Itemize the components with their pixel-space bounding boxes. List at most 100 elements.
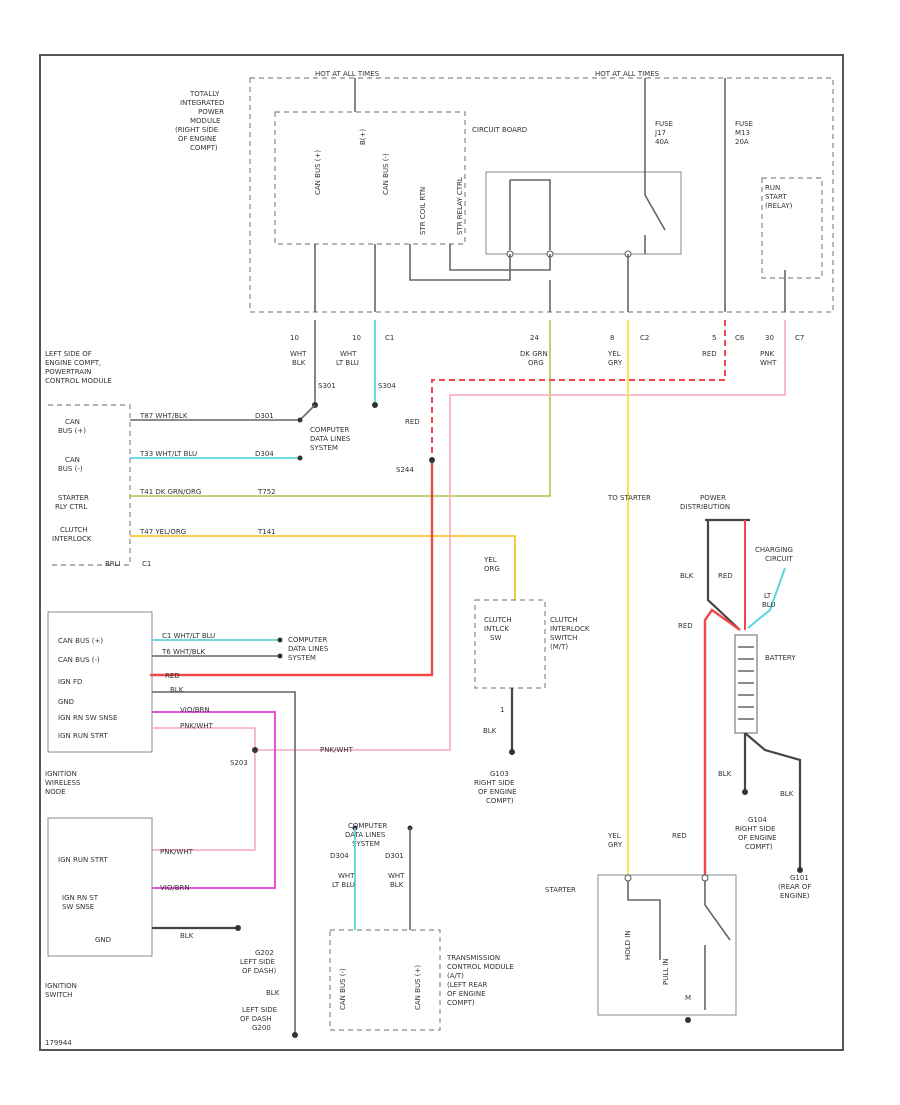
clutch-wire-circ: T141 [257, 528, 276, 536]
wire-label-red-top: RED [702, 350, 717, 358]
starter-internals [627, 881, 731, 1010]
splice-s203: S203 [230, 759, 248, 767]
cb-canb-minus: CAN BUS (-) [382, 153, 390, 195]
starter-m-label: M [685, 994, 691, 1002]
ign-gnd-wire [152, 691, 296, 1035]
battery-ground-wires [743, 732, 802, 870]
conn-10-a: 10 [290, 334, 299, 342]
tcm-canb-plus-label: CAN BUS (+) [414, 965, 422, 1010]
red-wire-dashed [431, 320, 726, 460]
ign-node-box [47, 611, 153, 753]
clutch-blk: BLK [483, 727, 497, 735]
pnk-wht-lower: PNK/WHT [320, 746, 354, 754]
to-starter-label: TO STARTER [607, 494, 651, 502]
ign-sw-code: VIO/BRN [180, 706, 210, 714]
cb-strt-relay: STR RELAY CTRL [456, 177, 464, 235]
starter-rly-ctrl-wire [130, 320, 551, 497]
starter-hold-in: HOLD IN [624, 930, 632, 960]
ign-switch-ground-node [235, 925, 241, 931]
blk-label-1: BLK [680, 572, 694, 580]
dash-ground-node [292, 1032, 298, 1038]
relay-contact [644, 135, 666, 254]
ign-canb-plus-arrow [277, 637, 283, 643]
splice-s244: S244 [396, 466, 414, 474]
ign-switch-box [47, 817, 153, 957]
red-label-lower: RED [672, 832, 687, 840]
blk-label-dash: BLK [266, 989, 280, 997]
red-battery-to-starter [703, 608, 741, 875]
pcm-canb-plus-circ: D301 [255, 412, 274, 420]
ign-canb-minus-arrow [277, 653, 283, 659]
pcm-canb-minus-code: T33 WHT/LT BLU [139, 450, 197, 458]
splice-s203-node [252, 747, 258, 753]
ign-canb-minus: CAN BUS (-) [58, 656, 100, 664]
ign-sw-blk: BLK [180, 932, 194, 940]
relay-coil-wires [409, 244, 551, 281]
starter-pull-in: PULL IN [662, 958, 670, 985]
red-label-left: RED [678, 622, 693, 630]
run-start-relay-box [761, 177, 823, 279]
ign-sw-snse: IGN RN SW SNSE [58, 714, 117, 722]
conn-c1: C1 [385, 334, 394, 342]
battery-ground-node-2 [797, 867, 803, 873]
clutch-wire-code: T47 YEL/ORG [139, 528, 186, 536]
hot-at-all-times-2: HOT AT ALL TIMES [595, 70, 660, 78]
red-splice-node [429, 457, 435, 463]
relay-coil [509, 179, 551, 250]
pcm-c1: C1 [142, 560, 151, 568]
blk-to-battery [706, 520, 741, 631]
tcm-canb-minus-label: CAN BUS (-) [339, 968, 347, 1010]
ign-switch-gnd: GND [95, 936, 111, 944]
blk-label-3: BLK [780, 790, 794, 798]
diagram-code: 179944 [45, 1039, 72, 1047]
fuse-wires [644, 120, 726, 312]
tcm-box [329, 929, 441, 1031]
ign-sw-vio: VIO/BRN [160, 884, 190, 892]
starter-box [597, 874, 737, 1016]
red-label-battery: RED [718, 572, 733, 580]
starter-ground-node [685, 1017, 691, 1023]
ign-canb-plus-code: C1 WHT/LT BLU [162, 632, 215, 640]
cb-b-plus: B(+) [359, 129, 367, 145]
conn-10-b: 10 [352, 334, 361, 342]
fuse-feed-wires [644, 78, 726, 120]
pcm-enclosure [48, 404, 131, 566]
ign-sw-pnk: PNK/WHT [160, 848, 194, 856]
conn-8: 8 [610, 334, 614, 342]
clutch-switch-box [474, 599, 546, 689]
starter-relay-box [485, 171, 682, 255]
conn-24: 24 [530, 334, 539, 342]
ign-blk-code: BLK [170, 686, 184, 694]
cb-canb-plus: CAN BUS (+) [314, 150, 322, 195]
battery-cells [738, 646, 754, 720]
ign-canb-plus: CAN BUS (+) [58, 637, 103, 645]
ign-ign-fd: IGN FD [58, 678, 82, 686]
battery-ground-node-1 [742, 789, 748, 795]
pcm-canb-minus-circ: D304 [255, 450, 274, 458]
red-label-mid: RED [405, 418, 420, 426]
starter-term-b [701, 874, 709, 882]
starter-label: STARTER [545, 886, 576, 894]
